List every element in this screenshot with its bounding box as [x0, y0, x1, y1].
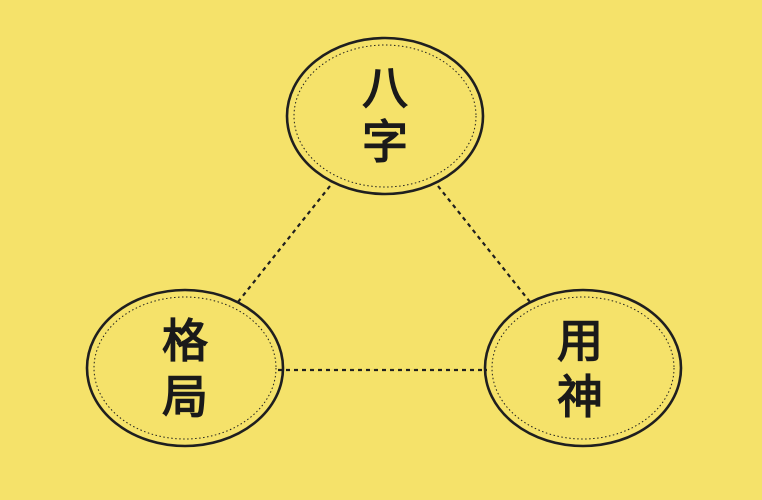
link-bazi-geju: [237, 185, 331, 303]
node-bazi: 八 字: [285, 36, 485, 196]
node-bazi-outer-ring: [285, 36, 485, 196]
node-yongshen-char-2: 神: [557, 370, 603, 424]
node-yongshen-inner-ring: [491, 296, 675, 440]
node-geju-inner-ring: [93, 296, 277, 440]
node-bazi-char-1: 八: [362, 61, 409, 115]
node-geju-char-2: 局: [162, 370, 208, 424]
node-geju: 格 局: [85, 288, 285, 448]
node-bazi-char-2: 字: [362, 115, 408, 169]
node-yongshen-outer-ring: [483, 288, 683, 448]
node-geju-outer-ring: [85, 288, 285, 448]
node-yongshen-char-1: 用: [557, 314, 603, 368]
node-yongshen: 用 神: [483, 288, 683, 448]
link-bazi-yongshen: [437, 185, 531, 303]
node-geju-char-1: 格: [162, 314, 209, 368]
node-bazi-inner-ring: [293, 44, 477, 188]
